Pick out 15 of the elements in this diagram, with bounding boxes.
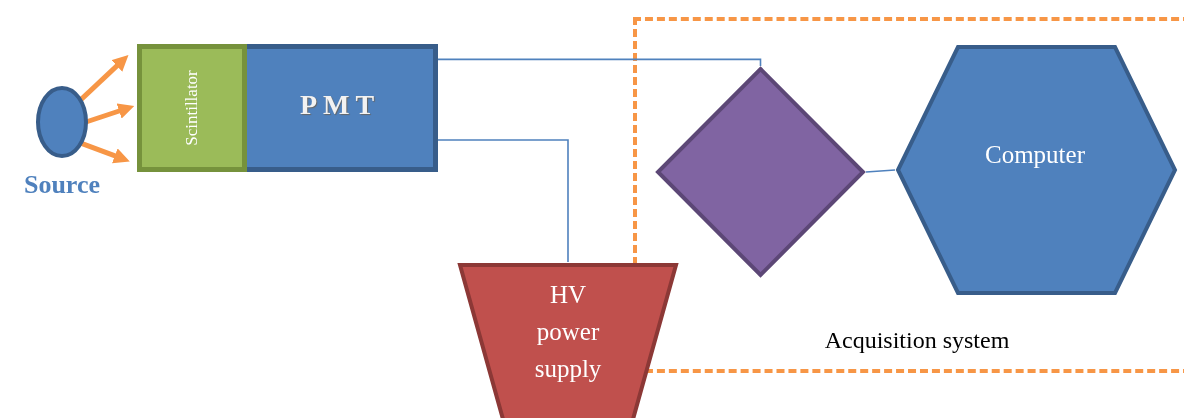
- hexagon-shape: [895, 44, 1178, 296]
- node-label: Scintillator: [182, 70, 202, 146]
- diamond-shape: [655, 66, 866, 278]
- node-label: Computer: [984, 141, 1086, 169]
- connector-line: [437, 58, 762, 67]
- pmt-box: [247, 44, 438, 172]
- node-label: PMT: [298, 89, 382, 121]
- node-label: HV power supply: [533, 280, 603, 384]
- scintillator-box: [137, 44, 247, 172]
- trapezoid-shape: [458, 262, 678, 418]
- node-label: Acquisition system: [823, 327, 1011, 354]
- node-label: Source: [22, 170, 102, 200]
- connector-line: [865, 169, 896, 173]
- connector-line: [437, 139, 569, 263]
- arrow: [85, 103, 135, 125]
